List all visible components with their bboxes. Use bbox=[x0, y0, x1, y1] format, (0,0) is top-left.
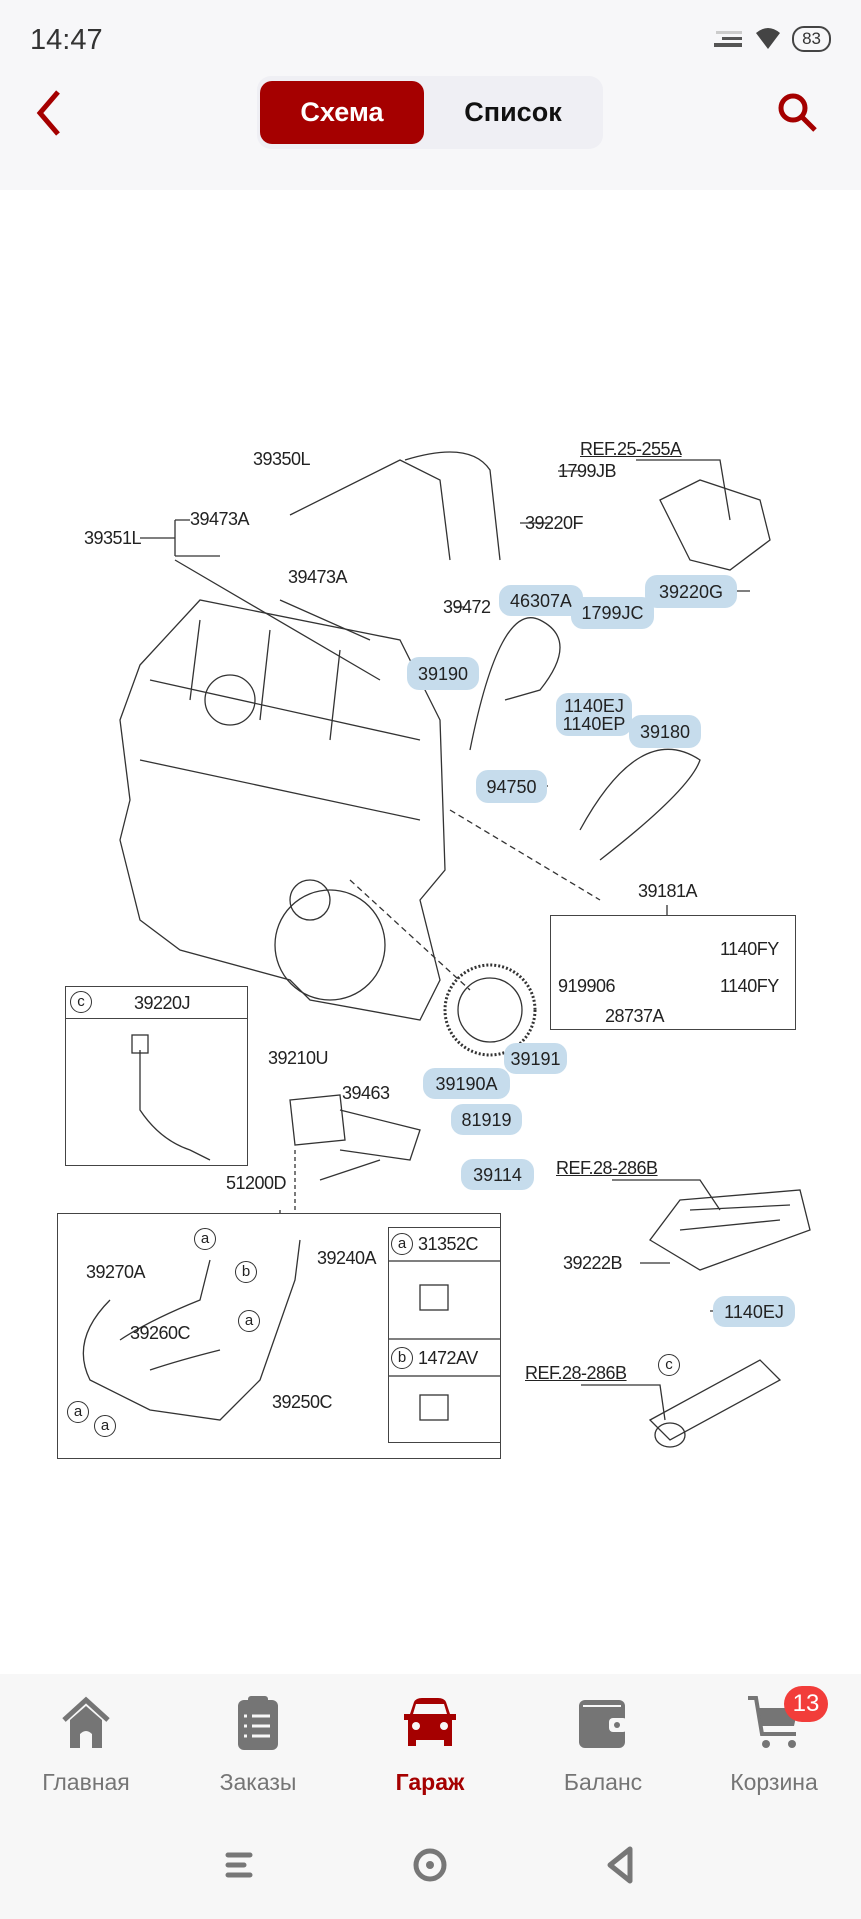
part-label: 1140FY bbox=[720, 976, 779, 996]
part-label: 39250C bbox=[272, 1392, 333, 1412]
cart-icon bbox=[748, 1696, 798, 1748]
part-link-39180[interactable]: 39180 bbox=[629, 715, 701, 748]
part-link-46307A[interactable]: 46307A bbox=[499, 585, 583, 616]
tab-scheme[interactable]: Схема bbox=[260, 81, 424, 144]
part-link-81919[interactable]: 81919 bbox=[451, 1104, 522, 1135]
ref-label: REF.28-286B bbox=[556, 1158, 658, 1178]
nav-garage[interactable]: Гараж bbox=[355, 1694, 505, 1796]
part-label: 39473A bbox=[288, 567, 348, 587]
part-link-39191[interactable]: 39191 bbox=[504, 1043, 567, 1074]
part-label: 1799JB bbox=[558, 461, 617, 481]
marker-a: a bbox=[194, 1228, 216, 1250]
ref-label: REF.28-286B bbox=[525, 1363, 627, 1383]
part-label: 39222B bbox=[563, 1253, 623, 1273]
tab-list[interactable]: Список bbox=[464, 97, 562, 127]
part-label: 39472 bbox=[443, 597, 491, 617]
wifi-icon bbox=[756, 28, 781, 49]
part-link-1799JC[interactable]: 1799JC bbox=[571, 597, 654, 629]
signal-icon bbox=[714, 31, 743, 47]
marker-a: a bbox=[391, 1233, 413, 1255]
detail-c-header bbox=[65, 986, 248, 1019]
part-label: 39220F bbox=[525, 513, 584, 533]
part-link-39114[interactable]: 39114 bbox=[461, 1159, 534, 1190]
recent-apps-icon[interactable] bbox=[218, 1845, 262, 1885]
part-label: 39351L bbox=[84, 528, 142, 548]
part-label: 31352C bbox=[418, 1234, 479, 1254]
nav-home[interactable]: Главная bbox=[11, 1694, 161, 1796]
car-icon bbox=[404, 1698, 456, 1746]
top-bar: 14:47 83 Схема Список bbox=[0, 0, 861, 190]
nav-balance[interactable]: Баланс bbox=[528, 1694, 678, 1796]
ref-label: REF.25-255A bbox=[580, 439, 682, 459]
part-label: 919906 bbox=[558, 976, 616, 996]
part-link-39220G[interactable]: 39220G bbox=[645, 575, 737, 608]
part-label: 39210U bbox=[268, 1048, 329, 1068]
home-button-icon[interactable] bbox=[408, 1845, 452, 1885]
part-label: 39181A bbox=[638, 881, 698, 901]
part-label: 28737A bbox=[605, 1006, 665, 1026]
part-link-94750[interactable]: 94750 bbox=[476, 770, 547, 803]
part-link-39190A[interactable]: 39190A bbox=[423, 1068, 510, 1099]
parts-diagram bbox=[0, 190, 861, 1674]
nav-cart[interactable]: Корзина bbox=[699, 1694, 849, 1796]
marker-a: a bbox=[67, 1401, 89, 1423]
part-label: 1472AV bbox=[418, 1348, 478, 1368]
part-label: 39270A bbox=[86, 1262, 146, 1282]
marker-b: b bbox=[235, 1261, 257, 1283]
part-link-39190[interactable]: 39190 bbox=[407, 657, 479, 690]
part-link-1140EJ[interactable]: 1140EJ bbox=[713, 1296, 795, 1327]
part-link-1140EJ-1140EP[interactable]: 1140EJ 1140EP bbox=[556, 693, 632, 736]
view-toggle: Схема Список bbox=[257, 76, 603, 149]
marker-c: c bbox=[658, 1354, 680, 1376]
part-label: 39350L bbox=[253, 449, 311, 469]
bracket-kit-box bbox=[550, 915, 796, 1030]
nav-orders[interactable]: Заказы bbox=[183, 1694, 333, 1796]
clipboard-list-icon bbox=[238, 1696, 278, 1750]
part-label: 39240A bbox=[317, 1248, 377, 1268]
marker-b: b bbox=[391, 1347, 413, 1369]
part-label: 39260C bbox=[130, 1323, 191, 1343]
part-label: 39473A bbox=[190, 509, 250, 529]
battery-indicator: 83 bbox=[792, 26, 831, 52]
back-button-icon[interactable] bbox=[600, 1845, 644, 1885]
clamp-box bbox=[388, 1227, 501, 1443]
cart-badge: 13 bbox=[784, 1686, 828, 1722]
part-label: 39220J bbox=[134, 993, 191, 1013]
part-label: 39463 bbox=[342, 1083, 390, 1103]
marker-a: a bbox=[94, 1415, 116, 1437]
part-label: 51200D bbox=[226, 1173, 287, 1193]
search-icon[interactable] bbox=[775, 90, 821, 136]
marker-c: c bbox=[70, 991, 92, 1013]
marker-a: a bbox=[238, 1310, 260, 1332]
part-label: 1140FY bbox=[720, 939, 779, 959]
status-time: 14:47 bbox=[30, 24, 103, 56]
home-icon bbox=[62, 1696, 110, 1748]
wallet-icon bbox=[579, 1700, 627, 1748]
status-icons: 83 bbox=[714, 26, 831, 52]
back-arrow-icon[interactable] bbox=[30, 88, 70, 138]
